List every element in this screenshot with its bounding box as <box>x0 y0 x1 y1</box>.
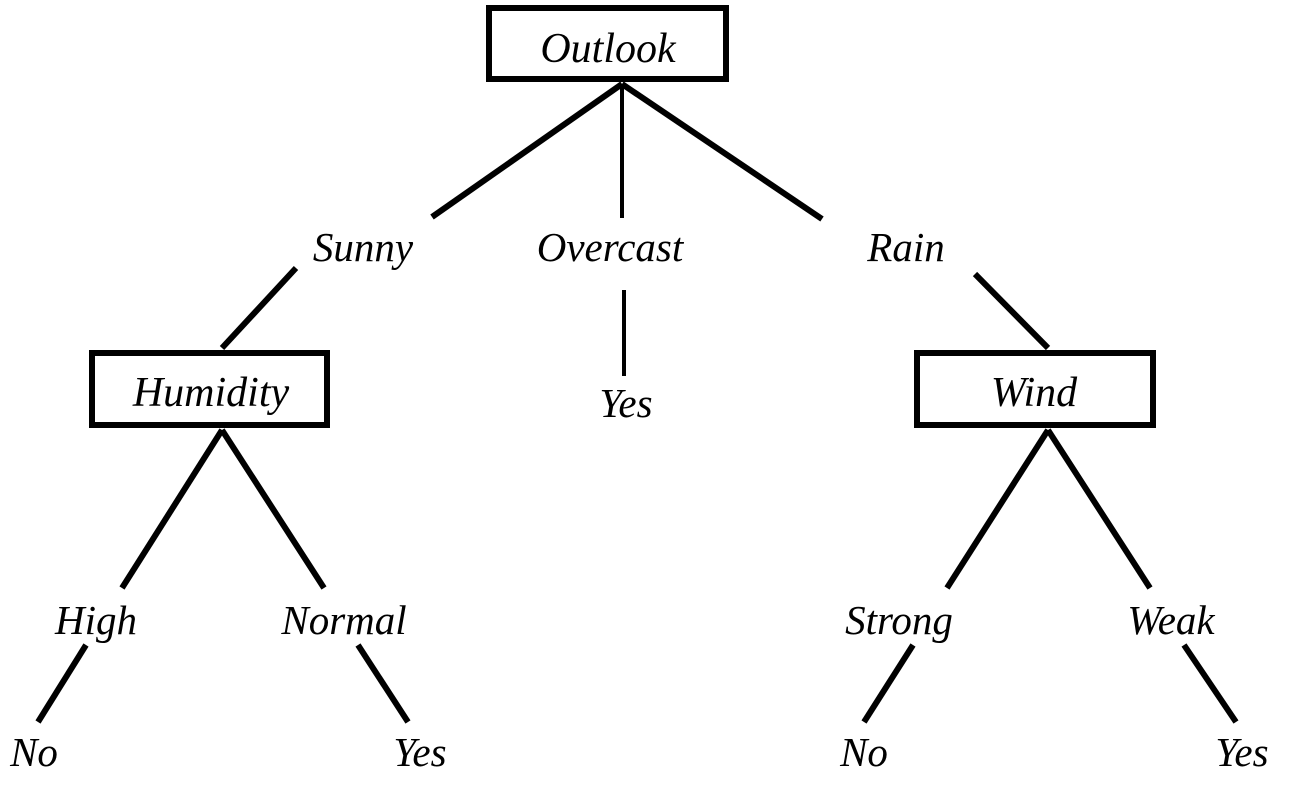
branch-high-segment-lower <box>35 643 89 724</box>
branch-weak-segment-lower <box>1181 643 1239 724</box>
branch-sunny: Sunny <box>219 81 624 351</box>
branch-rain-segment-lower <box>972 271 1051 351</box>
branch-sunny-segment-upper <box>430 81 624 220</box>
node-outlook-label: Outlook <box>540 26 677 72</box>
node-wind-box[interactable] <box>914 350 1156 428</box>
node-humidity-box[interactable] <box>89 350 330 428</box>
node-wind-label: Wind <box>991 370 1078 416</box>
branch-weak: Weak <box>1045 428 1239 724</box>
node-outlook-box[interactable] <box>486 5 729 82</box>
branch-label-rain: Rain <box>866 224 944 270</box>
branch-weak-segment-upper <box>1045 428 1153 590</box>
branch-label-normal: Normal <box>280 597 406 643</box>
node-humidity-label: Humidity <box>132 370 290 416</box>
branch-label-weak: Weak <box>1127 597 1215 643</box>
leaf-normal-yes: Yes <box>393 729 446 775</box>
branch-strong-segment-lower <box>861 643 916 724</box>
branch-label-overcast: Overcast <box>537 224 685 270</box>
branch-high-segment-upper <box>119 428 225 590</box>
branch-rain-segment-upper <box>620 81 824 222</box>
branch-overcast: Overcast <box>537 84 685 376</box>
leaf-overcast-yes: Yes <box>599 380 652 426</box>
branch-label-sunny: Sunny <box>313 224 414 270</box>
branch-normal-segment-lower <box>355 643 411 724</box>
branch-label-strong: Strong <box>845 597 953 643</box>
branch-rain: Rain <box>620 81 1051 351</box>
branch-sunny-segment-lower <box>219 265 299 351</box>
branch-normal-segment-upper <box>219 428 327 590</box>
branch-strong-segment-upper <box>944 428 1051 590</box>
branch-high: High <box>35 428 225 724</box>
leaf-high-no: No <box>9 729 58 775</box>
leaf-weak-yes: Yes <box>1215 729 1268 775</box>
node-humidity[interactable]: Humidity <box>89 350 330 428</box>
leaf-strong-no: No <box>839 729 888 775</box>
branch-normal: Normal <box>219 428 411 724</box>
branch-label-high: High <box>54 597 137 643</box>
node-wind[interactable]: Wind <box>914 350 1156 428</box>
branch-strong: Strong <box>845 428 1051 724</box>
node-outlook[interactable]: Outlook <box>486 5 729 82</box>
